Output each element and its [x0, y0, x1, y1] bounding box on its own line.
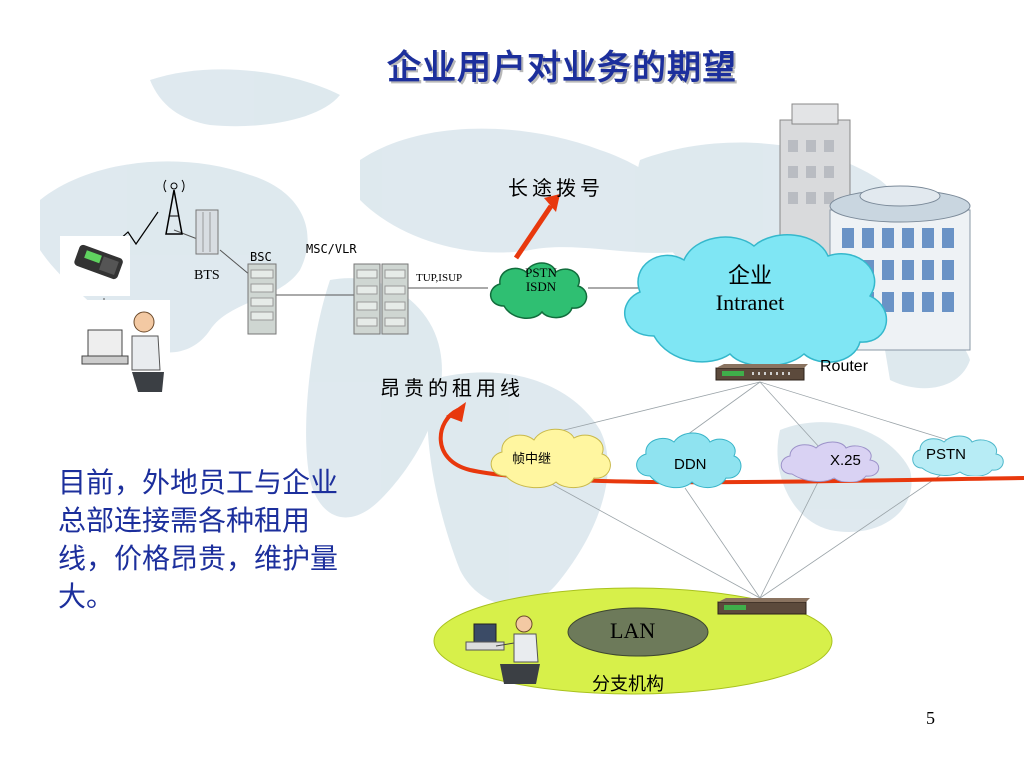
router-icon — [715, 364, 808, 381]
bts-cabinet-icon — [195, 209, 219, 255]
body-paragraph: 目前，外地员工与企业总部连接需各种租用线，价格昂贵，维护量大。 — [58, 466, 339, 613]
router-label: Router — [820, 358, 869, 375]
frame-relay-cloud — [490, 428, 611, 489]
bsc-label: BSC — [250, 250, 272, 264]
page-number: 5 — [926, 708, 935, 728]
intranet-line2: Intranet — [715, 290, 785, 315]
mobile-phone-icon — [60, 236, 130, 296]
pstn-isdn-label: PSTN ISDN — [518, 266, 564, 294]
pstn-label: PSTN — [926, 446, 967, 463]
msc-vlr-label: MSC/VLR — [306, 242, 357, 256]
ddn-label: DDN — [674, 456, 707, 473]
branch-label: 分支机构 — [592, 674, 664, 695]
x25-label: X.25 — [830, 452, 861, 469]
msc-cabinet-icon — [353, 263, 409, 335]
x25-cloud — [780, 441, 880, 482]
frame-relay-label: 帧中继 — [512, 452, 552, 467]
ddn-cloud — [636, 432, 742, 489]
laptop-user-icon — [78, 300, 170, 400]
branch-router-icon — [717, 598, 810, 615]
intranet-line1: 企业 — [727, 264, 772, 289]
tup-isup-label: TUP,ISUP — [416, 272, 463, 284]
leased-line-label: 昂贵的租用线 — [380, 376, 524, 400]
long-distance-arrow — [513, 194, 560, 260]
bsc-cabinet-icon — [247, 263, 277, 335]
long-distance-label: 长途拨号 — [508, 176, 604, 200]
pstn-isdn-line1: PSTN — [525, 265, 557, 280]
pstn-cloud — [912, 435, 1004, 476]
desktop-user-icon — [465, 615, 540, 684]
intranet-label: 企业 Intranet — [690, 258, 810, 316]
slide-title: 企业用户对业务的期望 — [387, 48, 737, 88]
antenna-tower-icon — [163, 179, 185, 235]
lan-label: LAN — [610, 618, 656, 643]
pstn-isdn-line2: ISDN — [525, 279, 557, 294]
bts-label: BTS — [194, 268, 220, 283]
pstn-isdn-cloud — [490, 262, 588, 319]
